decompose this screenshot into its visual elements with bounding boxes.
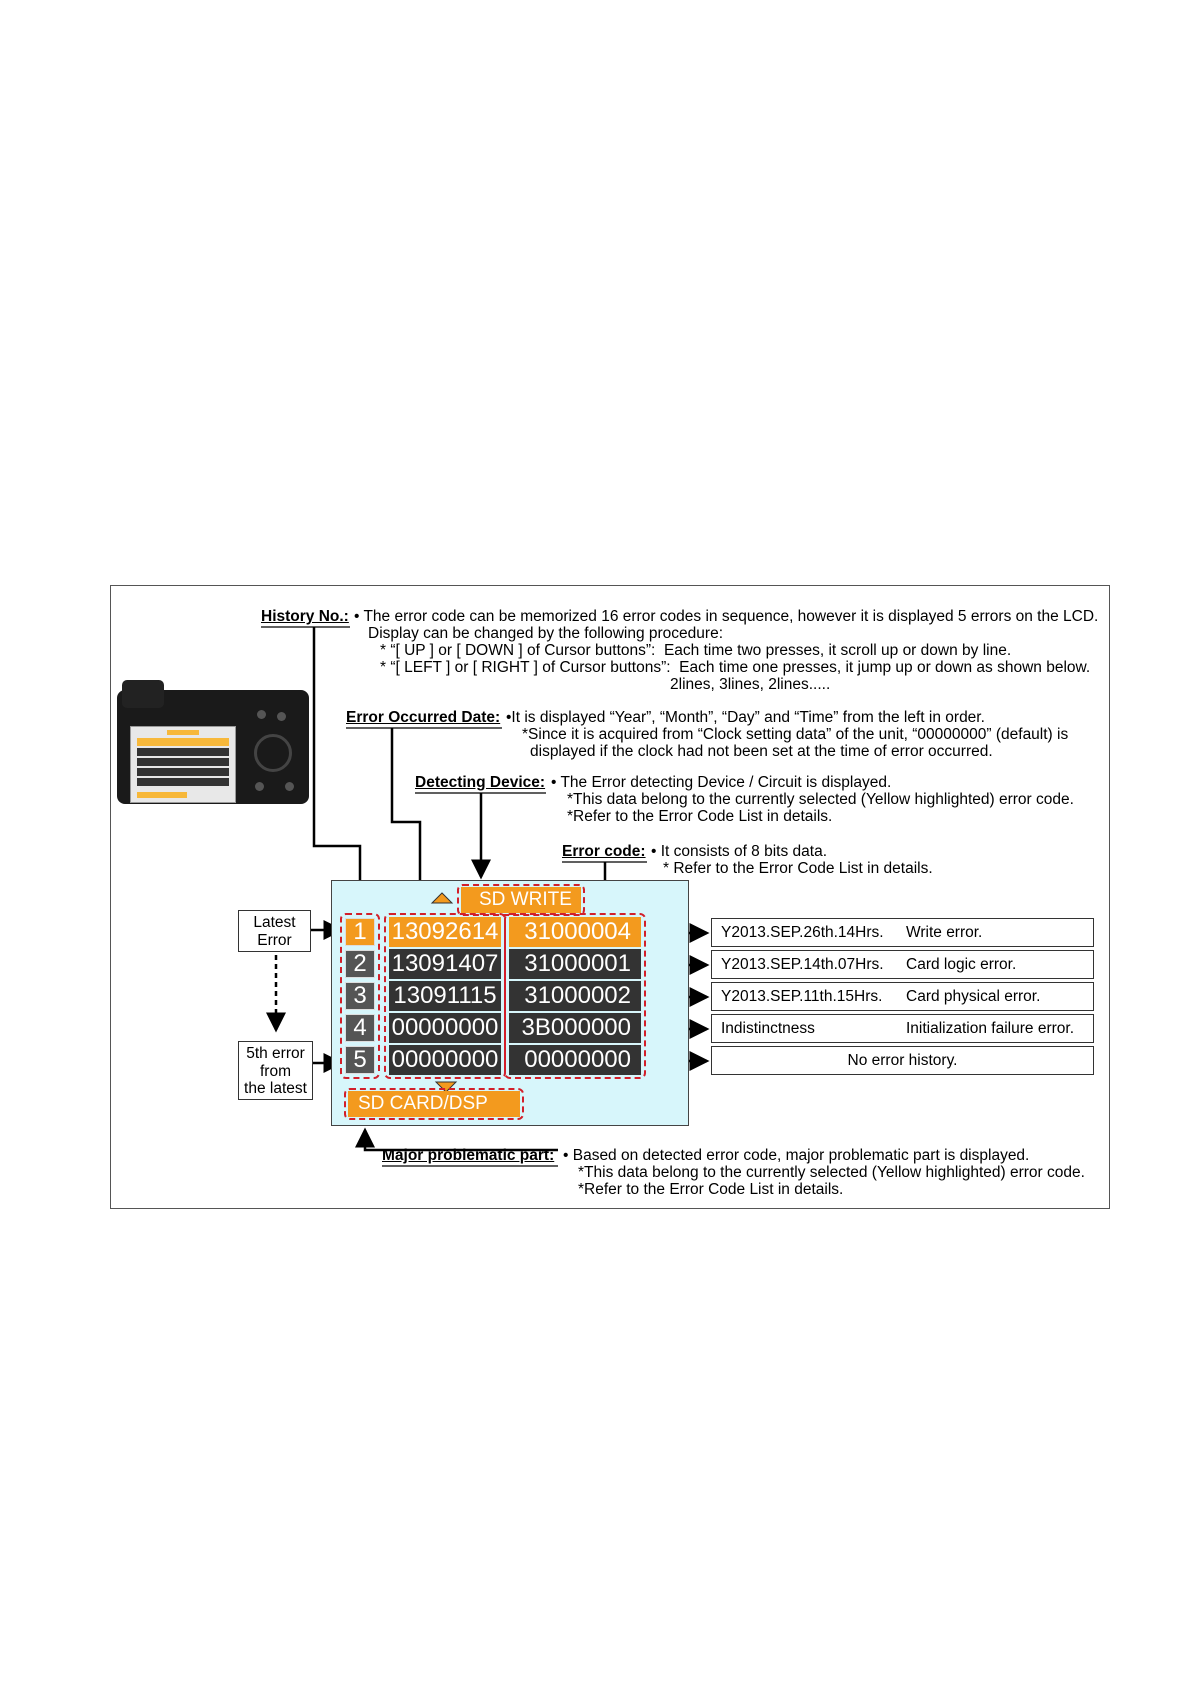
major-part-line: • Based on detected error code, major pr… (563, 1147, 1030, 1164)
error-code-cell: 31000001 (509, 949, 641, 979)
explanation-message: No error history. (847, 1052, 958, 1069)
fifth-error-label: 5th error from the latest (238, 1041, 313, 1100)
cursor-dial-icon (254, 734, 292, 772)
explanation-message: Write error. (906, 924, 983, 941)
explanation-date: Y2013.SEP.11th.15Hrs. (721, 988, 883, 1005)
explanation-row: Y2013.SEP.14th.07Hrs. Card logic error. (711, 950, 1094, 979)
camera-lcd (130, 726, 236, 803)
error-date-cell: 00000000 (389, 1013, 501, 1043)
history-no-heading: History No.: (261, 608, 349, 625)
major-part-heading: Major problematic part: (382, 1147, 555, 1164)
error-date-line: *Since it is acquired from “Clock settin… (522, 726, 1069, 743)
error-code-cell: 3B000000 (509, 1013, 641, 1043)
part-dashed-outline (344, 1088, 524, 1120)
part-tag: SD CARD/DSP (348, 1091, 520, 1117)
error-code-line: * Refer to the Error Code List in detail… (663, 860, 933, 877)
detecting-device-line: • The Error detecting Device / Circuit i… (551, 774, 892, 791)
error-code-cell: 00000000 (509, 1045, 641, 1075)
latest-error-text: Latest Error (253, 914, 296, 949)
device-dashed-outline (457, 884, 585, 916)
history-no-cell: 4 (345, 1014, 375, 1042)
code-dashed-outline (504, 913, 646, 1079)
explanation-row: No error history. (711, 1046, 1094, 1075)
explanation-row: Indistinctness Initialization failure er… (711, 1014, 1094, 1043)
major-part-line: *This data belong to the currently selec… (578, 1164, 1085, 1181)
history-no-line: 2lines, 3lines, 2lines..... (670, 676, 831, 693)
explanation-date: Indistinctness (721, 1020, 815, 1037)
history-no-cell: 3 (345, 982, 375, 1010)
major-part-line: *Refer to the Error Code List in details… (578, 1181, 844, 1198)
explanation-row: Y2013.SEP.26th.14Hrs. Write error. (711, 918, 1094, 947)
error-date-cell: 13092614 (389, 917, 501, 947)
diagram-frame (110, 585, 1110, 1209)
explanation-message: Card logic error. (906, 956, 1017, 973)
history-no-dashed-outline (340, 913, 380, 1079)
error-code-cell: 31000004 (509, 917, 641, 947)
explanation-row: Y2013.SEP.11th.15Hrs. Card physical erro… (711, 982, 1094, 1011)
error-code-cell: 31000002 (509, 981, 641, 1011)
history-no-line: * “[ LEFT ] or [ RIGHT ] of Cursor butto… (380, 659, 1091, 676)
history-no-line: • The error code can be memorized 16 err… (354, 608, 1099, 625)
explanation-message: Card physical error. (906, 988, 1041, 1005)
camera-image (117, 680, 309, 804)
explanation-message: Initialization failure error. (906, 1020, 1074, 1037)
viewfinder (122, 680, 164, 708)
camera-button-icon (257, 710, 266, 719)
error-date-line: displayed if the clock had not been set … (530, 743, 993, 760)
error-date-heading: Error Occurred Date: (346, 709, 501, 726)
history-no-cell: 2 (345, 950, 375, 978)
error-date-line: •It is displayed “Year”, “Month”, “Day” … (506, 709, 985, 726)
history-no-cell: 1 (345, 918, 375, 946)
error-code-heading: Error code: (562, 843, 646, 860)
latest-error-label: Latest Error (238, 910, 311, 952)
device-tag: SD WRITE (461, 887, 581, 913)
history-no-line: * “[ UP ] or [ DOWN ] of Cursor buttons”… (380, 642, 1012, 659)
error-date-cell: 13091115 (389, 981, 501, 1011)
camera-button-icon (255, 782, 264, 791)
camera-button-icon (277, 712, 286, 721)
explanation-date: Y2013.SEP.14th.07Hrs. (721, 956, 884, 973)
error-date-cell: 13091407 (389, 949, 501, 979)
detecting-device-line: *Refer to the Error Code List in details… (567, 808, 833, 825)
error-code-line: • It consists of 8 bits data. (651, 843, 828, 860)
fifth-error-text: 5th error from the latest (244, 1045, 307, 1097)
date-dashed-outline (384, 913, 506, 1079)
detecting-device-heading: Detecting Device: (415, 774, 546, 791)
error-date-cell: 00000000 (389, 1045, 501, 1075)
history-no-cell: 5 (345, 1046, 375, 1074)
detecting-device-line: *This data belong to the currently selec… (567, 791, 1074, 808)
camera-button-icon (285, 782, 294, 791)
explanation-date: Y2013.SEP.26th.14Hrs. (721, 924, 884, 941)
history-no-line: Display can be changed by the following … (368, 625, 724, 642)
